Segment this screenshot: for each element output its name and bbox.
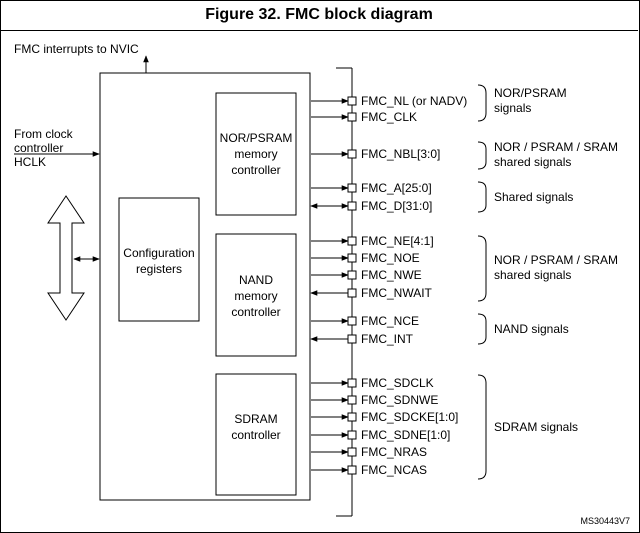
pin-pad: [347, 270, 357, 280]
reference-code: MS30443V7: [580, 516, 630, 526]
pin-pad: [347, 412, 357, 422]
pin-row: FMC_SDCKE[1:0]: [311, 410, 458, 424]
bracket-nor-shared-2: [477, 235, 487, 302]
group-label-nor-shared-2-line1: NOR / PSRAM / SRAM: [494, 253, 618, 267]
nand-label-line1: NAND: [239, 273, 273, 287]
pin-row: FMC_INT: [310, 332, 414, 346]
pin-row: FMC_NBL[3:0]: [311, 147, 440, 161]
nor-label-line3: controller: [231, 163, 280, 177]
pin-label: FMC_NL (or NADV): [361, 94, 467, 108]
pin-row: FMC_CLK: [311, 110, 417, 124]
pin-label: FMC_NCE: [361, 314, 419, 328]
config-label-line2: registers: [136, 262, 182, 276]
bracket-nand: [477, 313, 487, 345]
pin-row: FMC_SDCLK: [311, 376, 434, 390]
pin-pad: [347, 201, 357, 211]
pin-label: FMC_NRAS: [361, 445, 427, 459]
interrupts-arrow: [100, 55, 149, 74]
pin-row: FMC_NE[4:1]: [311, 234, 434, 248]
pin-pad: [347, 112, 357, 122]
clock-label-line2: controller: [14, 141, 63, 155]
group-label-nor-shared-2-line2: shared signals: [494, 268, 571, 282]
pin-row: FMC_NRAS: [311, 445, 427, 459]
sdram-label-line2: controller: [231, 428, 280, 442]
nor-psram-controller-block: [215, 92, 297, 216]
pin-label: FMC_NWE: [361, 268, 422, 282]
pin-row: FMC_NOE: [311, 251, 420, 265]
pin-row: FMC_A[25:0]: [311, 181, 432, 195]
pin-pad: [347, 430, 357, 440]
pin-pad: [347, 183, 357, 193]
pin-label: FMC_SDNE[1:0]: [361, 428, 450, 442]
config-registers-block: [118, 197, 200, 322]
pin-pad: [347, 253, 357, 263]
pin-pad: [347, 149, 357, 159]
pin-label: FMC_D[31:0]: [361, 199, 432, 213]
pin-row: FMC_SDNWE: [311, 393, 438, 407]
group-label-sdram-line1: SDRAM signals: [494, 420, 578, 434]
pin-pad: [347, 447, 357, 457]
nand-label-line2: memory: [234, 289, 277, 303]
pins-layer: FMC_NL (or NADV) FMC_CLK FMC_NBL[3:0] FMC_A…: [310, 94, 467, 477]
pin-pad: [347, 378, 357, 388]
group-label-nor-psram-line1: NOR/PSRAM: [494, 86, 567, 100]
figure-title: Figure 32. FMC block diagram: [205, 6, 433, 23]
nor-label-line2: memory: [234, 147, 277, 161]
pin-row: FMC_NL (or NADV): [311, 94, 467, 108]
pin-pad: [347, 236, 357, 246]
pin-label: FMC_NOE: [361, 251, 420, 265]
nand-label-line3: controller: [231, 305, 280, 319]
pin-row: FMC_SDNE[1:0]: [311, 428, 450, 442]
title-bar: Figure 32. FMC block diagram: [0, 0, 638, 31]
group-label-nor-shared-1-line2: shared signals: [494, 155, 571, 169]
pin-label: FMC_NBL[3:0]: [361, 147, 440, 161]
clock-label-line1: From clock: [14, 127, 74, 141]
pin-label: FMC_NWAIT: [361, 286, 433, 300]
pin-label: FMC_A[25:0]: [361, 181, 432, 195]
pin-pad: [347, 316, 357, 326]
nor-label-line1: NOR/PSRAM: [220, 131, 293, 145]
config-label-line1: Configuration: [123, 246, 194, 260]
pin-pad: [347, 465, 357, 475]
pin-row: FMC_NWE: [311, 268, 422, 282]
pin-row: FMC_NCAS: [311, 463, 427, 477]
clock-label-line3: HCLK: [14, 155, 46, 169]
pin-label: FMC_NE[4:1]: [361, 234, 434, 248]
bracket-nor-shared-1: [477, 141, 487, 170]
group-label-shared-line1: Shared signals: [494, 190, 573, 204]
bracket-sdram: [477, 374, 487, 480]
pin-label: FMC_SDCLK: [361, 376, 434, 390]
group-label-nand-line1: NAND signals: [494, 322, 569, 336]
pin-label: FMC_NCAS: [361, 463, 427, 477]
pin-row: FMC_NWAIT: [310, 286, 433, 300]
pin-row: FMC_D[31:0]: [310, 199, 432, 213]
sdram-controller-block: [215, 373, 297, 496]
group-label-nor-psram-line2: signals: [494, 101, 531, 115]
pin-row: FMC_NCE: [311, 314, 419, 328]
group-label-nor-shared-1-line1: NOR / PSRAM / SRAM: [494, 140, 618, 154]
pin-pad: [347, 288, 357, 298]
interrupts-label: FMC interrupts to NVIC: [14, 42, 139, 56]
bracket-nor-psram: [477, 84, 487, 122]
sdram-label-line1: SDRAM: [234, 412, 277, 426]
pin-pad: [347, 395, 357, 405]
pin-label: FMC_INT: [361, 332, 414, 346]
bracket-shared: [477, 181, 487, 213]
pin-pad: [347, 96, 357, 106]
pin-pad: [347, 334, 357, 344]
pin-label: FMC_SDCKE[1:0]: [361, 410, 458, 424]
pin-label: FMC_CLK: [361, 110, 417, 124]
pin-label: FMC_SDNWE: [361, 393, 438, 407]
nand-controller-block: [215, 233, 297, 357]
system-bus-arrow: [47, 195, 85, 321]
